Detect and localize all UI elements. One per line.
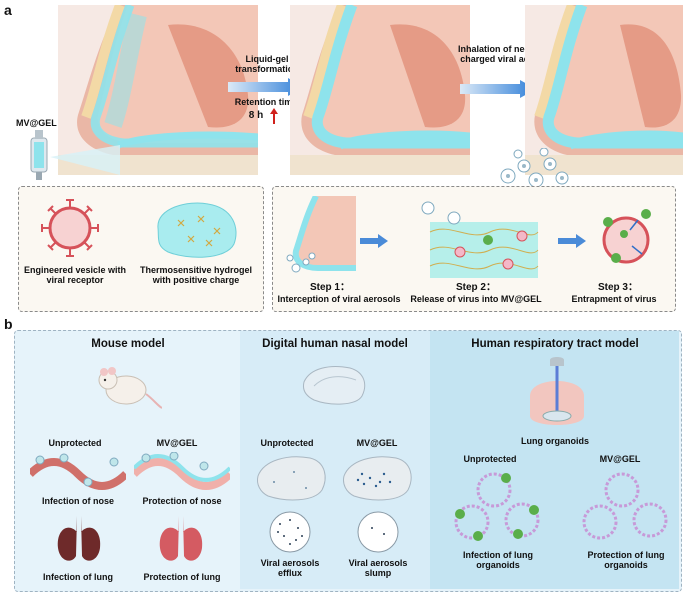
- respiratory-mvgel-label: MV@GEL: [599, 454, 641, 464]
- arrow2-label: Inhalation of negatively charged viral a…: [458, 44, 559, 65]
- step3-desc: Entrapment of virus: [571, 294, 657, 304]
- infected-nose-epithelium: [30, 452, 126, 492]
- step1-title: Step 1：: [309, 282, 350, 293]
- transformation-arrow: [228, 78, 304, 96]
- digital-model-title: Digital human nasal model: [262, 338, 408, 350]
- thermosensitive-hydrogel-icon: [148, 198, 244, 262]
- slump-particle-circle: [356, 510, 400, 554]
- step2-hydrogel-release: [420, 200, 540, 280]
- viral-aerosol-droplets: [498, 148, 578, 190]
- digital-unprotected-label: Unprotected: [260, 438, 314, 448]
- step3-entrapped-vesicle: [594, 200, 658, 276]
- red-up-arrow-icon: [270, 108, 278, 124]
- lung-organoids-label: Lung organoids: [521, 436, 589, 446]
- step2-title: Step 2：: [455, 282, 496, 293]
- vesicle-label: Engineered vesicle with viral receptor: [23, 265, 127, 286]
- efflux-particle-circle: [268, 510, 312, 554]
- step-arrow-2: [558, 234, 586, 248]
- panel-b-letter: b: [4, 316, 13, 332]
- respiratory-tract-illustration: [520, 356, 594, 434]
- nose-protection-label: Protection of nose: [142, 496, 222, 506]
- engineered-vesicle-icon: [38, 196, 102, 260]
- spray-mist: [50, 145, 120, 175]
- protected-organoids: [576, 470, 676, 544]
- protected-nose-epithelium: [134, 452, 230, 492]
- mouse-icon: [92, 362, 162, 410]
- step1-desc: Interception of viral aerosols: [277, 294, 401, 304]
- infected-lung-icon: [54, 512, 104, 566]
- organoid-infection-label: Infection of lung organoids: [463, 550, 533, 571]
- respiratory-unprotected-label: Unprotected: [463, 454, 517, 464]
- organoid-protection-label: Protection of lung organoids: [587, 550, 665, 571]
- nasal-cavity-3d-model: [300, 362, 370, 408]
- nose-infection-label: Infection of nose: [42, 496, 114, 506]
- nose-illustration-gel-formed: [290, 5, 470, 175]
- mvgel-device-label: MV@GEL: [16, 118, 57, 128]
- respiratory-model-title: Human respiratory tract model: [471, 338, 639, 350]
- mouse-mvgel-label: MV@GEL: [156, 438, 198, 448]
- step3-title: Step 3：: [597, 282, 638, 293]
- retention-label: Retention time: [234, 97, 298, 107]
- step-arrow-1: [360, 234, 388, 248]
- unprotected-nasal-model: [254, 452, 330, 506]
- step2-desc: Release of virus into MV@GEL: [410, 294, 542, 304]
- lung-infection-label: Infection of lung: [43, 572, 113, 582]
- panel-a-letter: a: [4, 2, 12, 18]
- digital-mvgel-label: MV@GEL: [356, 438, 398, 448]
- mouse-model-title: Mouse model: [91, 338, 165, 350]
- nasal-spray-device: [28, 130, 52, 182]
- inhalation-arrow: [460, 80, 536, 98]
- efflux-label: Viral aerosols efflux: [260, 558, 320, 579]
- arrow1-label: Liquid-gel transformation: [235, 54, 299, 75]
- respiratory-model-panel: [430, 331, 679, 589]
- lung-protection-label: Protection of lung: [143, 572, 221, 582]
- slump-label: Viral aerosols slump: [348, 558, 408, 579]
- step1-nose-interception: [286, 196, 356, 278]
- healthy-lung-icon: [156, 512, 206, 566]
- hydrogel-label: Thermosensitive hydrogel with positive c…: [139, 265, 253, 286]
- nose-illustration-aerosol-inhalation: [525, 5, 683, 175]
- mvgel-nasal-model: [340, 452, 416, 506]
- retention-value: 8 h: [248, 110, 264, 121]
- infected-organoids: [448, 470, 548, 544]
- mouse-unprotected-label: Unprotected: [48, 438, 102, 448]
